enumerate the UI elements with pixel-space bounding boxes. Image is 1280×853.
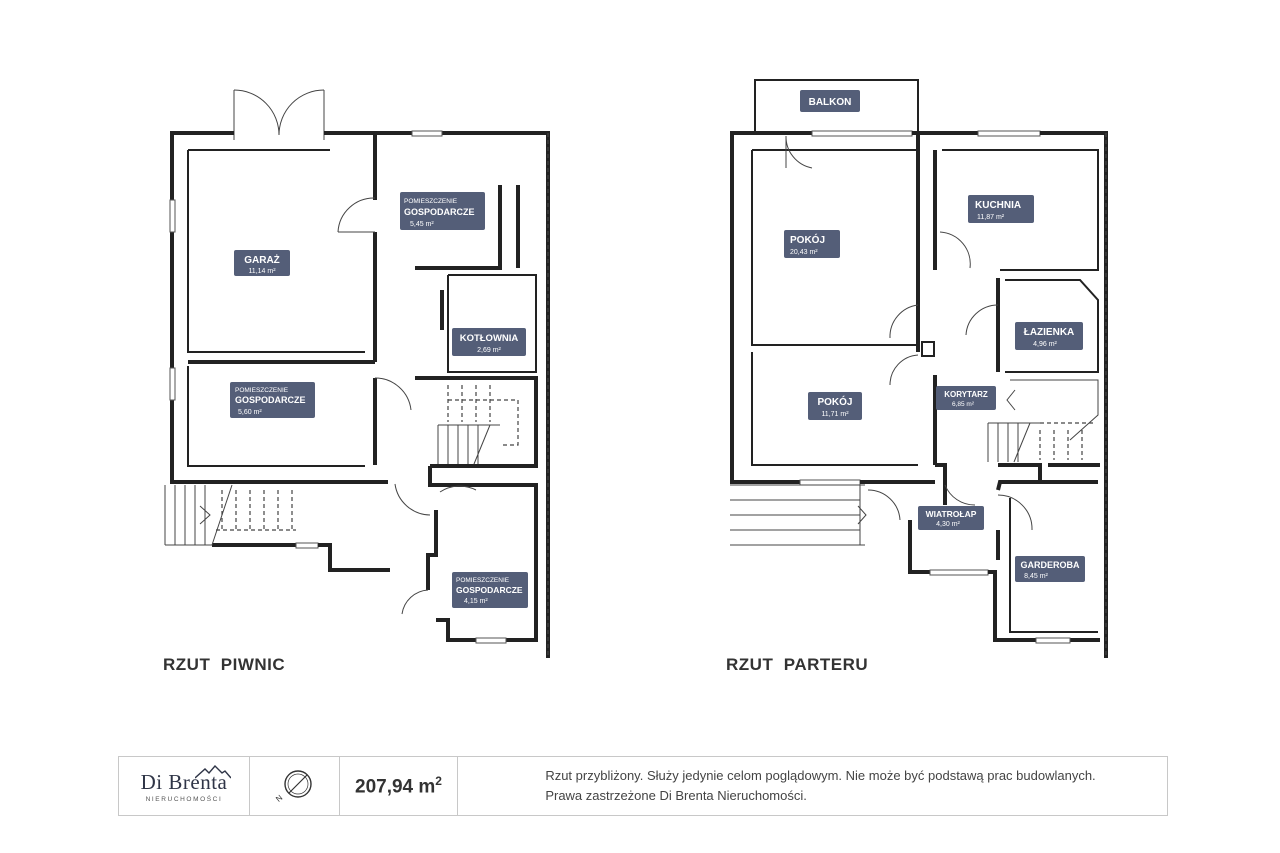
room-name: GARAŻ	[244, 253, 280, 266]
room-label-garderoba: GARDEROBA 8,45 m²	[1015, 556, 1085, 582]
balcony-outline	[754, 79, 919, 133]
room-area: 4,96 m²	[1033, 341, 1057, 348]
room-area: 6,85 m²	[952, 401, 975, 408]
room-label-balkon: BALKON	[800, 90, 860, 112]
room-name: WIATROŁAP	[926, 509, 977, 519]
room-area: 8,45 m²	[1024, 573, 1048, 580]
room-label-pokoj2: POKÓJ 11,71 m²	[808, 392, 862, 420]
logo-name: Di Brenta	[140, 769, 228, 794]
room-label-korytarz: KORYTARZ 6,85 m²	[936, 386, 996, 410]
room-area: 2,69 m²	[477, 347, 501, 354]
company-logo: Di Brenta NIERUCHOMOŚCI	[119, 757, 250, 815]
total-area-value: 207,94 m	[355, 776, 436, 798]
room-name: KOTŁOWNIA	[460, 333, 519, 344]
disclaimer: Rzut przybliżony. Służy jedynie celom po…	[458, 757, 1167, 815]
room-name: KORYTARZ	[944, 390, 988, 399]
room-label-lazienka: ŁAZIENKA 4,96 m²	[1015, 322, 1083, 350]
garage-door	[233, 89, 325, 140]
room-name: ŁAZIENKA	[1024, 327, 1075, 338]
room-label-kotlownia: KOTŁOWNIA 2,69 m²	[452, 328, 526, 356]
disclaimer-line-1: Rzut przybliżony. Służy jedynie celom po…	[545, 768, 1096, 783]
basement-stairs	[164, 385, 519, 546]
compass-icon: N	[274, 770, 312, 804]
room-name-small: POMIESZCZENIE	[456, 577, 510, 584]
room-area: 11,87 m²	[977, 214, 1005, 221]
ground-doors	[785, 135, 1033, 531]
room-name: GOSPODARCZE	[456, 585, 523, 595]
room-area: 5,60 m²	[238, 409, 262, 416]
floor-plans: GARAŻ 11,14 m² POMIESZCZENIE GOSPODARCZE…	[163, 79, 1108, 674]
mountain-logo-icon	[195, 765, 231, 779]
basement-plan: GARAŻ 11,14 m² POMIESZCZENIE GOSPODARCZE…	[163, 89, 550, 674]
total-area-unit-sup: 2	[435, 773, 442, 788]
room-label-pom2: POMIESZCZENIE GOSPODARCZE 5,60 m²	[230, 382, 315, 418]
room-area: 11,14 m²	[248, 268, 276, 275]
ground-stairs	[730, 379, 1099, 546]
room-label-wiatrolap: WIATROŁAP 4,30 m²	[918, 506, 984, 530]
basement-doors	[337, 197, 477, 615]
footer-bar: Di Brenta NIERUCHOMOŚCI N 207,94 m2 Rzut…	[118, 756, 1168, 816]
room-name: POKÓJ	[817, 395, 852, 408]
plan-title-ground: RZUT PARTERU	[726, 655, 868, 674]
room-name-small: POMIESZCZENIE	[404, 198, 458, 205]
total-area: 207,94 m2	[340, 757, 458, 815]
disclaimer-line-2: Prawa zastrzeżone Di Brenta Nieruchomośc…	[545, 788, 807, 803]
room-name: KUCHNIA	[975, 200, 1021, 211]
room-name: GARDEROBA	[1020, 560, 1080, 570]
room-label-pokoj1: POKÓJ 20,43 m²	[784, 230, 840, 258]
room-label-pom3: POMIESZCZENIE GOSPODARCZE 4,15 m²	[452, 572, 528, 608]
plan-title-basement: RZUT PIWNIC	[163, 655, 285, 674]
room-area: 5,45 m²	[410, 221, 434, 228]
room-area: 11,71 m²	[821, 411, 849, 418]
room-name: POKÓJ	[790, 233, 825, 246]
room-label-kuchnia: KUCHNIA 11,87 m²	[968, 195, 1034, 223]
room-area: 20,43 m²	[790, 249, 818, 256]
ground-floor-plan: BALKON	[726, 79, 1108, 674]
room-name: GOSPODARCZE	[404, 207, 475, 217]
room-label-pom1: POMIESZCZENIE GOSPODARCZE 5,45 m²	[400, 192, 485, 230]
room-name: BALKON	[809, 97, 852, 108]
room-area: 4,15 m²	[464, 598, 488, 605]
compass: N	[250, 757, 340, 815]
ground-walls	[730, 130, 1108, 658]
logo-subtitle: NIERUCHOMOŚCI	[145, 795, 223, 803]
room-name-small: POMIESZCZENIE	[235, 387, 289, 394]
room-area: 4,30 m²	[936, 521, 960, 528]
svg-text:N: N	[274, 793, 284, 804]
room-name: GOSPODARCZE	[235, 395, 306, 405]
basement-walls	[169, 130, 550, 658]
room-label-garaz: GARAŻ 11,14 m²	[234, 250, 290, 276]
